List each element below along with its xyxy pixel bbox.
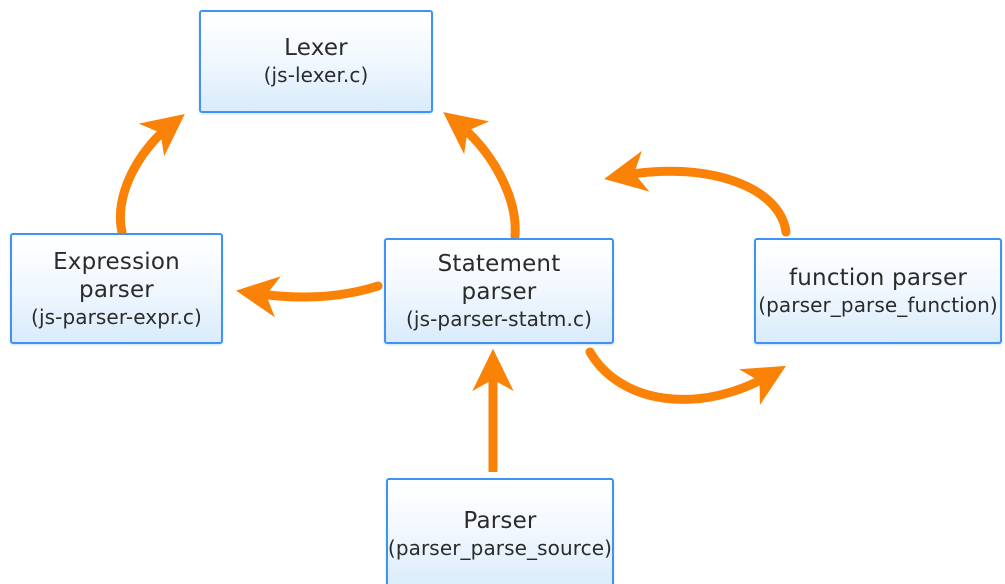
node-expression-parser-title-line2: parser: [79, 276, 154, 303]
node-lexer[interactable]: Lexer (js-lexer.c): [199, 10, 433, 113]
node-parser-subtitle: (parser_parse_source): [387, 535, 613, 560]
node-expression-parser-title-line1: Expression: [53, 248, 180, 275]
node-lexer-subtitle: (js-lexer.c): [263, 63, 369, 88]
edge-statement-to-function: [585, 347, 786, 406]
node-statement-parser-subtitle: (js-parser-statm.c): [406, 307, 592, 332]
edge-function-to-statement-arc: [604, 150, 791, 237]
node-function-parser-subtitle: (parser_parse_function): [758, 292, 998, 317]
node-statement-parser-title-line2: parser: [461, 279, 537, 306]
node-function-parser-title: function parser: [788, 264, 967, 291]
node-parser-title: Parser: [463, 507, 537, 534]
node-parser[interactable]: Parser (parser_parse_source): [386, 478, 614, 584]
node-lexer-title: Lexer: [284, 35, 348, 62]
edge-function-to-statement: [593, 165, 789, 237]
node-statement-parser-title-line1: Statement: [437, 251, 561, 278]
node-expression-parser-subtitle: (js-parser-expr.c): [31, 304, 202, 329]
edge-statement-to-lexer: [443, 112, 520, 241]
node-expression-parser[interactable]: Expression parser (js-parser-expr.c): [10, 233, 223, 344]
node-statement-parser[interactable]: Statement parser (js-parser-statm.c): [384, 238, 614, 344]
edge-statement-to-expression: [235, 276, 383, 318]
node-function-parser[interactable]: function parser (parser_parse_function): [754, 238, 1002, 344]
edge-expression-to-lexer: [115, 114, 185, 237]
